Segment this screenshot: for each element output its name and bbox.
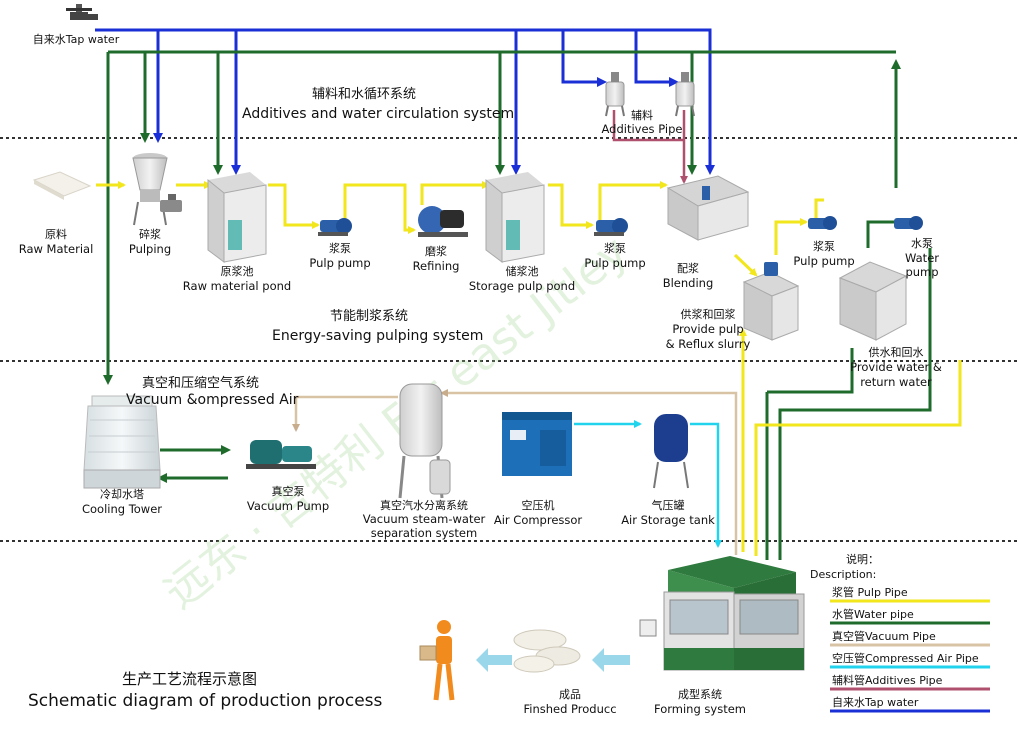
raw-pond-label-cn: 原浆池 [221,264,254,278]
storage-pond-icon [485,172,545,263]
separator-tank-icon [398,383,451,499]
section-vacuum-cn: 真空和压缩空气系统 [142,375,259,391]
storage-label-en: Storage pulp pond [469,279,575,293]
pulper-icon [132,153,182,226]
finished-label-cn: 成品 [559,688,581,701]
air-compressor-icon [502,412,572,476]
additives-pipe-label-cn: 辅料 [631,108,653,122]
air-storage-tank-icon [653,414,689,489]
provide-water-label-en2: return water [860,375,932,389]
raw-pond-icon [207,172,267,263]
pulp-pump-1-label-en: Pulp pump [309,256,370,270]
section-additives-cn: 辅料和水循环系统 [312,87,416,102]
finished-product-icon [513,629,581,673]
separation-label-cn: 真空汽水分离系统 [380,498,468,512]
vacuum-pump-icon [246,440,316,469]
pulp-pump-3-label-cn: 浆泵 [813,239,835,253]
legend-label-1: 水管Water pipe [832,607,914,621]
vacuum-pump-label-en: Vacuum Pump [247,499,329,513]
compressor-label-en: Air Compressor [494,513,583,527]
pulp-pump-3-label-en: Pulp pump [793,254,854,268]
forming-machine-icon [639,556,805,671]
pulp-pump-2-label-en: Pulp pump [584,256,645,270]
provide-pulp-label-en2: & Reflux slurry [666,337,751,351]
tap-water-label: 自来水Tap water [33,33,120,46]
air-tank-label-en: Air Storage tank [621,513,715,527]
legend-label-4: 辅料管Additives Pipe [832,673,943,687]
section-energy-en: Energy-saving pulping system [272,328,483,344]
section-energy-cn: 节能制浆系统 [330,309,408,324]
forming-label-en: Forming system [654,702,746,716]
diagram-title-cn: 生产工艺流程示意图 [122,670,257,688]
provide-pulp-label-cn: 供浆和回浆 [681,307,736,321]
pulp-pump-2-icon [594,218,628,236]
cooling-tower-icon [83,395,161,489]
water-pump-label-en2: pump [905,265,938,279]
pulp-pump-1-icon [318,218,352,236]
blending-tank-icon [666,175,750,241]
pulp-pump-3-icon [808,216,837,230]
tap-faucet-icon [66,4,98,20]
raw-pond-label-en: Raw material pond [183,279,291,293]
raw-material-label-en: Raw Material [19,242,94,256]
separation-label-en1: Vacuum steam-water [363,512,486,526]
refining-label-en: Refining [413,259,460,273]
air-tank-label-cn: 气压罐 [652,498,685,512]
finished-label-en: Finshed Producc [523,702,616,716]
section-vacuum-en: Vacuum &ompressed Air [126,392,299,408]
legend-label-5: 自来水Tap water [832,696,919,709]
water-pump-label-cn: 水泵 [911,237,933,250]
refining-label-cn: 磨浆 [425,244,447,258]
cooling-label-en: Cooling Tower [82,502,162,516]
provide-water-label-cn: 供水和回水 [869,345,924,359]
additives-pipes [612,110,688,184]
additive-tank-2-icon [675,72,695,117]
water-pump-label-en1: Water [905,251,939,265]
blending-label-cn: 配浆 [677,261,699,275]
section-additives-en: Additives and water circulation system [242,106,514,122]
legend-title-cn: 说明： [846,552,879,566]
blending-label-en: Blending [663,276,714,290]
pulp-pipes [96,181,962,556]
worker-icon [419,620,455,701]
provide-pulp-tank-icon [742,262,800,341]
pulp-pump-2-label-cn: 浆泵 [604,241,626,255]
water-pump-icon [894,216,923,230]
vacuum-pump-label-cn: 真空泵 [272,484,305,498]
provide-water-tank-icon [838,261,908,341]
legend-items: 浆管 Pulp Pipe 水管Water pipe 真空管Vacuum Pipe 空压… [830,585,990,713]
additive-tank-1-icon [605,72,625,117]
legend-label-2: 真空管Vacuum Pipe [832,629,936,643]
provide-water-label-en1: Provide water & [850,360,942,374]
pulping-label-en: Pulping [129,242,171,256]
legend-label-0: 浆管 Pulp Pipe [832,585,908,599]
pulping-label-cn: 碎浆 [139,227,161,241]
diagram-title-en: Schematic diagram of production process [28,691,383,711]
vacuum-pipes [292,389,738,555]
air-pipes [574,420,722,548]
separation-label-en2: separation system [371,526,477,540]
refiner-icon [418,206,468,237]
legend-label-3: 空压管Compressed Air Pipe [832,651,979,665]
water-pipes [103,50,932,560]
forming-label-cn: 成型系统 [678,687,722,701]
raw-material-icon [32,171,92,200]
compressor-label-cn: 空压机 [522,498,555,512]
legend: 说明： Description: 浆管 Pulp Pipe 水管Water pip… [810,552,990,713]
additives-pipe-label-en: Additives Pipe [602,122,683,136]
legend-title-en: Description: [810,568,876,581]
provide-pulp-label-en1: Provide pulp [672,322,743,336]
raw-material-label-cn: 原料 [45,227,67,241]
tap-water-pipes [95,28,715,175]
storage-label-cn: 储浆池 [506,264,539,278]
pulp-pump-1-label-cn: 浆泵 [329,241,351,255]
cooling-label-cn: 冷却水塔 [100,488,144,501]
output-arrows [476,648,630,672]
